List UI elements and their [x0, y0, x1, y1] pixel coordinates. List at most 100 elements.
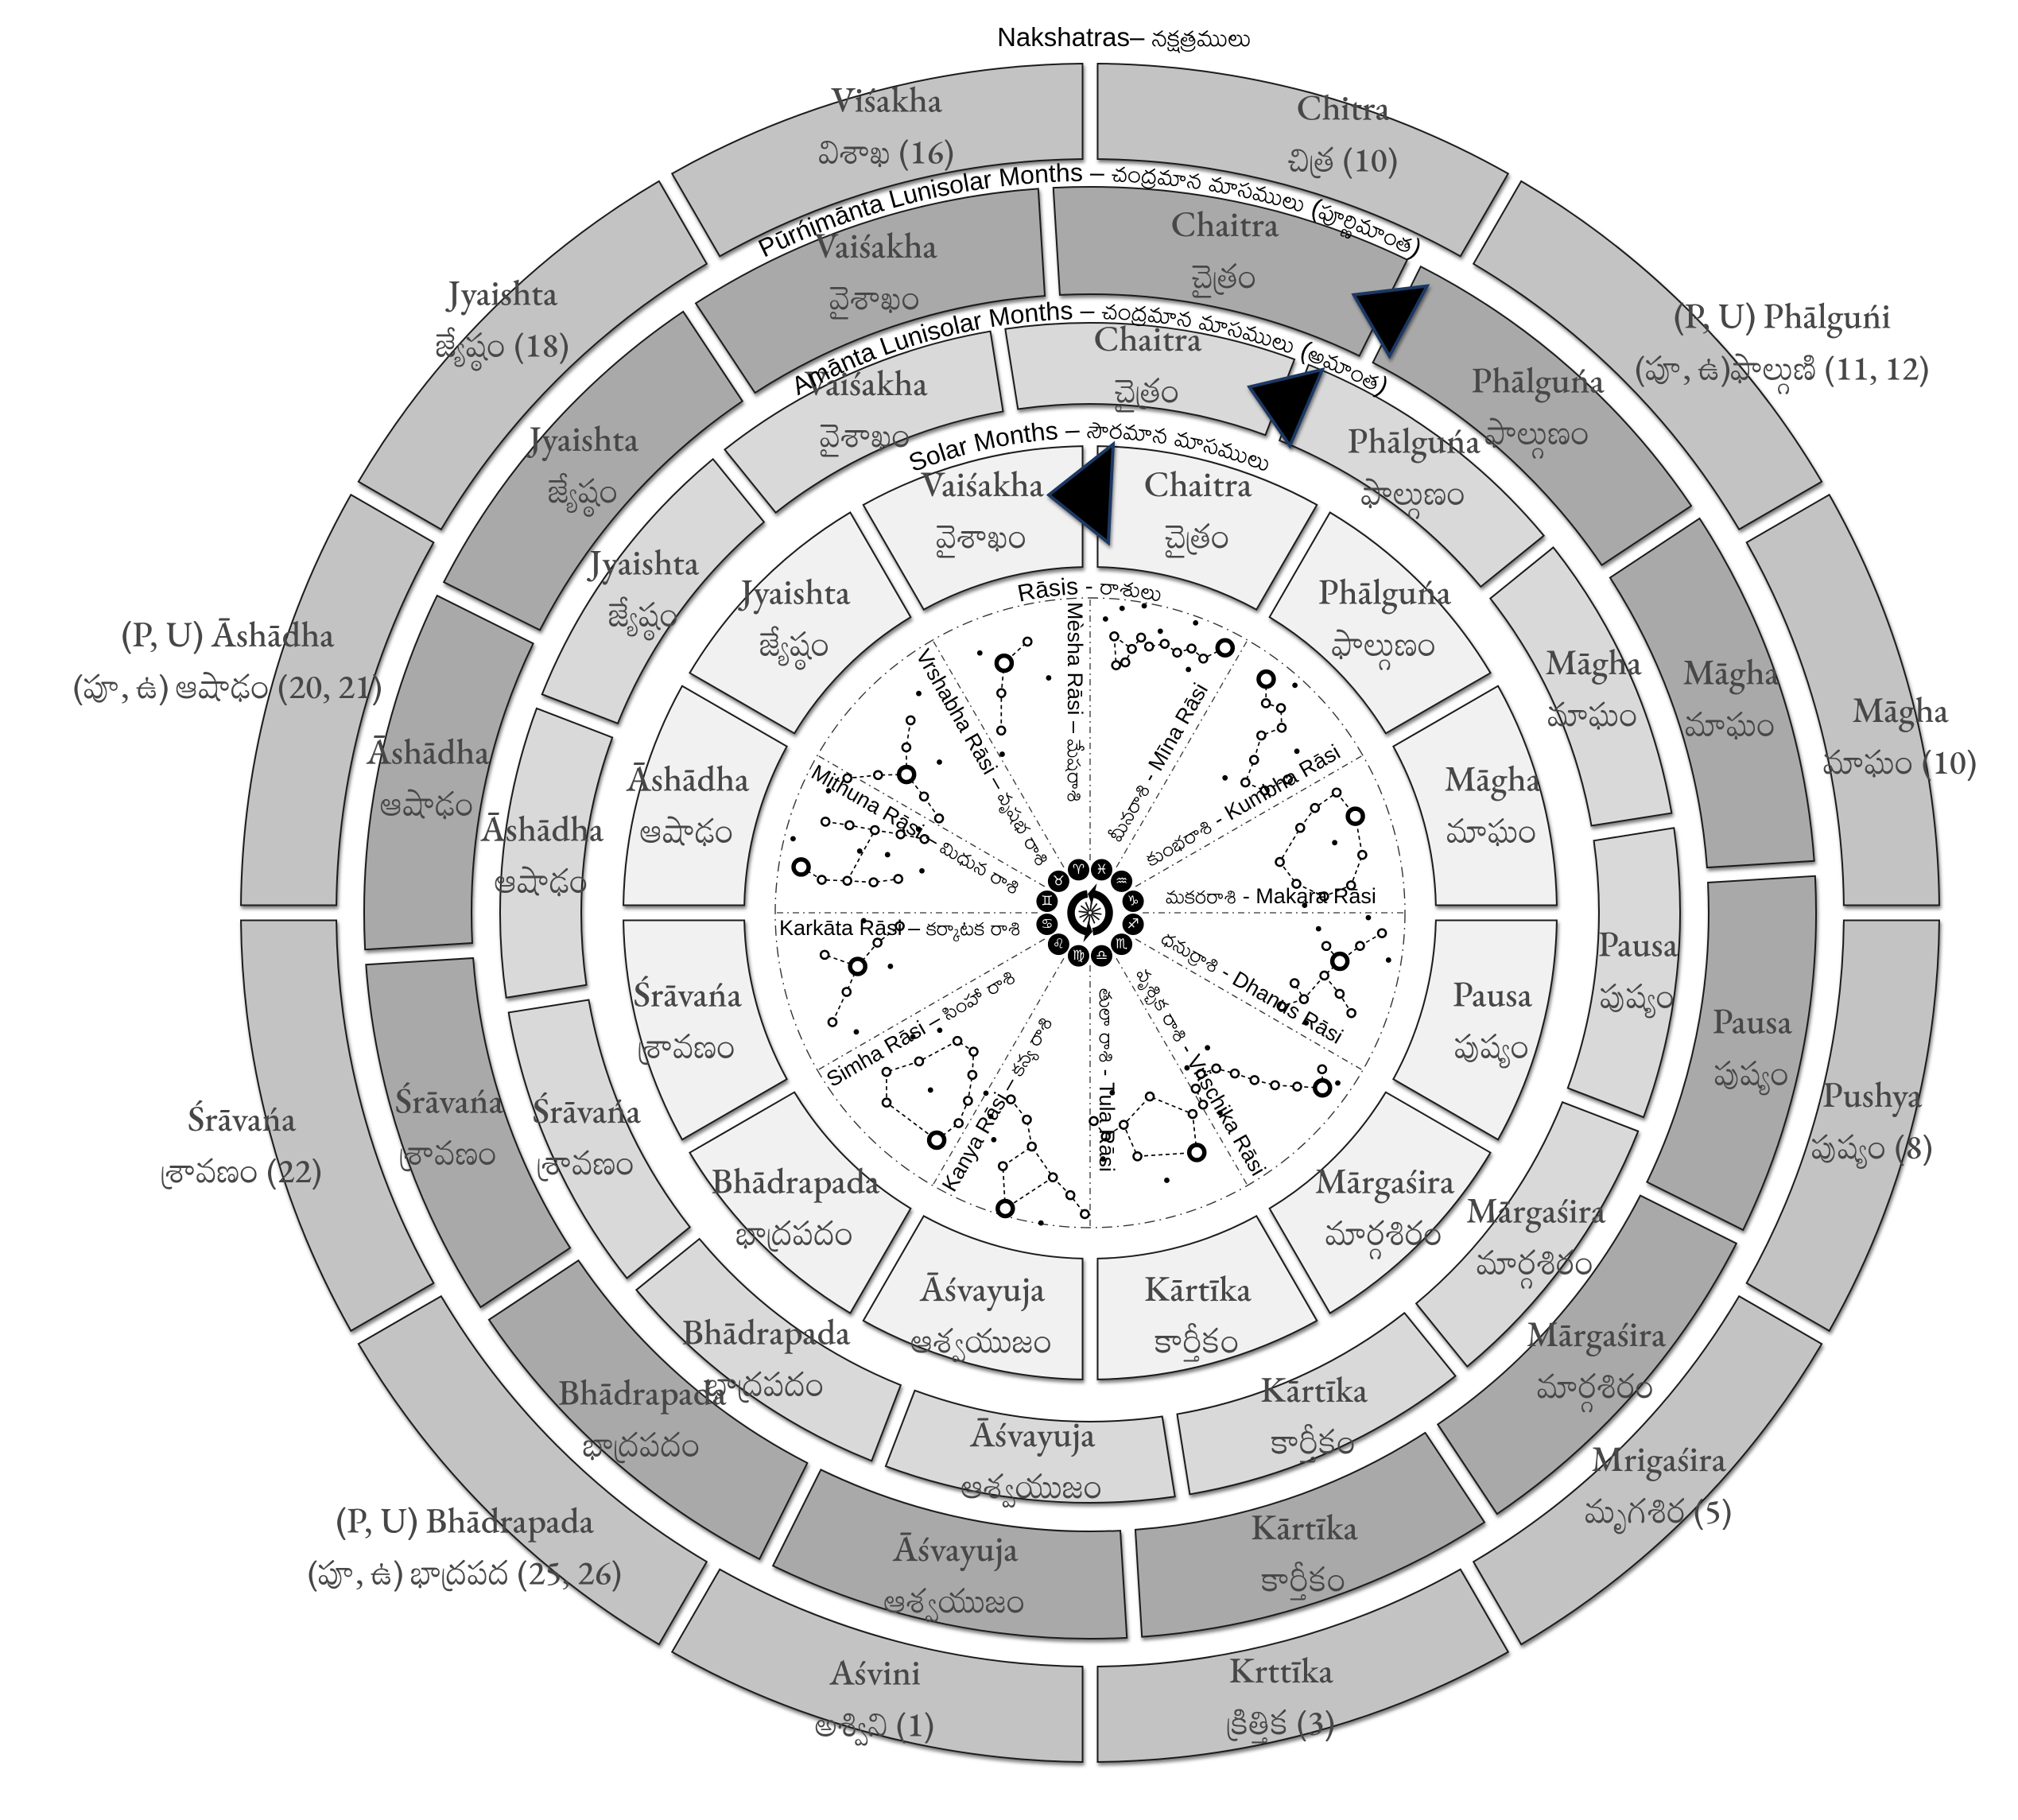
nakshatra-label-en: Śrāvańa: [188, 1096, 297, 1142]
amanta-label-en: Bhādrapada: [682, 1310, 851, 1356]
constellation-dot: [1186, 667, 1191, 673]
constellation-star: [1293, 1083, 1301, 1091]
solar-label-en: Māgha: [1444, 755, 1541, 801]
amanta-label-te: ఫాల్గుణం: [1361, 470, 1466, 519]
zodiac-badge: ♏: [1111, 933, 1132, 955]
amanta-label-te: మార్గశిరం: [1477, 1240, 1595, 1289]
constellation-star: [1290, 980, 1298, 988]
nakshatra-label-en: Krttīka: [1229, 1647, 1334, 1694]
solar-label-te: ఆశ్వయుజం: [911, 1318, 1053, 1363]
constellation-star: [829, 1019, 836, 1026]
constellation-star: [997, 727, 1005, 735]
constellation-major-star: [998, 1201, 1013, 1217]
rasi-label: తులా రాశి - Tula Rāsi: [1095, 988, 1119, 1172]
nakshatra-label-te: విశాఖ (16): [819, 130, 954, 174]
nakshatra-label-te: అశ్విని (1): [816, 1702, 934, 1747]
zodiac-glyph: ♏: [1116, 937, 1127, 953]
zodiac-badge: ♑: [1123, 891, 1144, 912]
nakshatra-label-te: శ్రావణం (22): [161, 1148, 322, 1193]
constellation-major-star: [1217, 640, 1232, 655]
constellation-star: [821, 817, 829, 825]
constellation-major-star: [1333, 954, 1348, 969]
constellation-star: [1271, 1081, 1279, 1089]
constellation-star: [920, 793, 928, 801]
constellation-star: [1023, 638, 1031, 646]
amanta-label-te: చైత్రం: [1115, 368, 1181, 413]
constellation-dot: [1046, 675, 1052, 681]
constellation-star: [902, 743, 910, 751]
constellation-star: [915, 1057, 923, 1065]
constellation-star: [1112, 662, 1120, 669]
rasi-label: మకరరాశి - Makara Rāsi: [1166, 884, 1376, 908]
zodiac-badge: ♉: [1048, 871, 1069, 892]
constellation-major-star: [794, 860, 809, 875]
zodiac-glyph: ♑: [1127, 894, 1139, 910]
constellation-dot: [928, 1088, 933, 1093]
rasi-label: Karkāta Rāsi – కర్కాటక రాశి: [779, 916, 1021, 941]
purnimanta-label-te: పుష్యం: [1714, 1050, 1790, 1095]
constellation-star: [1081, 1210, 1089, 1218]
constellation-star: [997, 689, 1005, 697]
purnimanta-label-en: Mārgaśira: [1527, 1311, 1667, 1357]
constellation-dot: [887, 964, 893, 969]
purnimanta-label-te: భాద్రపదం: [584, 1422, 701, 1467]
constellation-dot: [854, 1029, 860, 1034]
constellation-star: [874, 939, 882, 947]
solar-label-en: Kārtīka: [1144, 1266, 1252, 1312]
amanta-label-en: Śrāvańa: [533, 1088, 642, 1134]
zodiac-badge: ♐: [1123, 914, 1144, 935]
solar-label-en: Āshādha: [625, 755, 750, 801]
amanta-label-te: ఆశ్వయుజం: [961, 1464, 1103, 1508]
nakshatra-label-en: (P, U) Bhādrapada: [336, 1497, 594, 1543]
amanta-label-te: మాఘం: [1548, 692, 1639, 736]
constellation-star: [1348, 1009, 1356, 1017]
constellation-star: [1120, 1121, 1127, 1129]
purnimanta-label-te: ఆశ్వయుజం: [884, 1578, 1026, 1623]
constellation-star: [1296, 824, 1304, 832]
amanta-label-en: Jyaishta: [587, 540, 700, 586]
purnimanta-label-te: ఆషాఢం: [381, 782, 475, 826]
amanta-label-en: Pausa: [1598, 921, 1678, 967]
solar-label-te: పుష్యం: [1455, 1024, 1531, 1069]
constellation-dot: [1366, 915, 1372, 921]
constellation-star: [1278, 724, 1286, 731]
constellation-major-star: [996, 656, 1011, 671]
nakshatra-label-en: (P, U) Āshādha: [121, 611, 335, 658]
constellation-dot: [790, 836, 796, 841]
constellation-star: [843, 988, 851, 996]
solar-label-te: శ్రావణం: [638, 1024, 736, 1069]
nakshatra-label-te: మృగశిర (5): [1585, 1488, 1732, 1535]
nakshatra-label-en: Mrigaśira: [1591, 1436, 1726, 1482]
constellation-star: [844, 877, 852, 885]
nakshatra-label-te: పుష్యం (8): [1812, 1124, 1933, 1169]
constellation-major-star: [899, 767, 914, 782]
amanta-label-en: Māgha: [1545, 639, 1642, 685]
constellation-dot: [937, 759, 942, 765]
constellation-star: [1188, 645, 1196, 653]
constellation-star: [955, 1120, 963, 1127]
constellation-major-star: [1259, 672, 1274, 687]
zodiac-glyph: ♒: [1116, 873, 1127, 889]
constellation-star: [1311, 804, 1319, 812]
constellation-major-star: [1348, 809, 1363, 824]
constellation-dot: [1335, 1081, 1341, 1086]
amanta-label-te: పుష్యం: [1601, 973, 1676, 1018]
constellation-dot: [857, 848, 863, 854]
nakshatra-label-en: (P, U) Phālguńi: [1674, 293, 1892, 340]
amanta-label-en: Āśvayuja: [969, 1411, 1096, 1457]
constellation-major-star: [850, 959, 865, 974]
constellation-star: [821, 951, 829, 959]
constellation-star: [1110, 632, 1118, 640]
constellation-dot: [1038, 1220, 1044, 1226]
solar-label-en: Śrāvańa: [634, 972, 743, 1018]
purnimanta-label-te: కార్తీకం: [1262, 1557, 1347, 1601]
constellation-star: [845, 821, 853, 829]
constellation-dot: [1316, 926, 1321, 932]
constellation-major-star: [1315, 1081, 1330, 1096]
constellation-star: [1356, 942, 1364, 950]
purnimanta-label-te: మాఘం: [1686, 701, 1776, 746]
constellation-major-star: [929, 1133, 945, 1148]
purnimanta-label-en: Śrāvańa: [395, 1078, 504, 1124]
constellation-dot: [885, 852, 891, 858]
